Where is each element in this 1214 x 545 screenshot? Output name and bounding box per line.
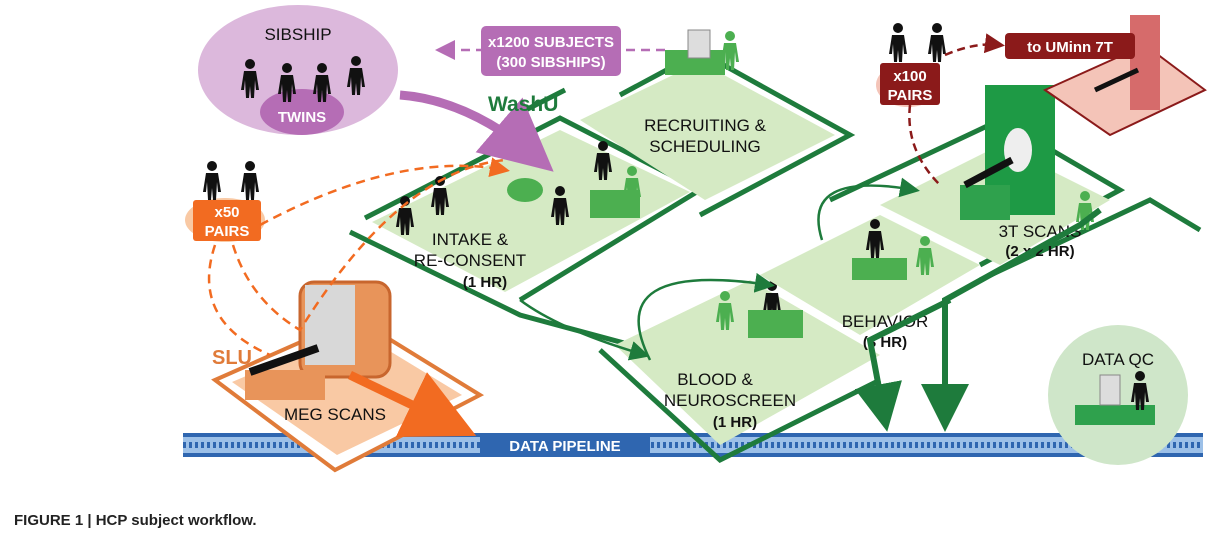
meg-label: MEG SCANS [284, 405, 386, 424]
data-out-arrows [854, 207, 1102, 432]
meg-station: MEG SCANS SLU [211, 280, 485, 473]
recruiting-label-1: RECRUITING & [644, 116, 767, 135]
twins-label: TWINS [278, 109, 326, 126]
3t-station: 3T SCANS (2 x 2 HR) [880, 85, 1110, 265]
sibships-count: (300 SIBSHIPS) [496, 54, 605, 71]
slu-label: SLU [212, 347, 252, 369]
subjects-count: x1200 SUBJECTS [488, 34, 614, 51]
figure-caption: FIGURE 1 | HCP subject workflow. [14, 512, 257, 529]
flow-arrows [519, 177, 920, 361]
behavior-label: BEHAVIOR [842, 312, 929, 331]
data-qc: DATA QC [1048, 325, 1188, 465]
intake-station: INTAKE & RE-CONSENT (1 HR) [372, 130, 690, 292]
blood-station: BLOOD & NEUROSCREEN (1 HR) [615, 280, 880, 445]
pairs-100-label: PAIRS [888, 87, 933, 104]
sibship-group: SIBSHIP TWINS [198, 5, 554, 172]
blood-label-1: BLOOD & [677, 370, 753, 389]
subjects-badge: x1200 SUBJECTS (300 SIBSHIPS) [435, 26, 665, 76]
recruiting-label-2: SCHEDULING [649, 137, 760, 156]
washu-label: WashU [488, 93, 558, 116]
pairs-50-badge: x50 PAIRS [185, 157, 510, 357]
intake-label-1: INTAKE & [432, 230, 509, 249]
recruiting-station: RECRUITING & SCHEDULING [580, 29, 835, 200]
uminn-label: to UMinn 7T [1027, 39, 1113, 56]
pairs-100-badge: x100 PAIRS [876, 23, 1005, 186]
intake-label-2: RE-CONSENT [414, 251, 526, 270]
blood-label-2: NEUROSCREEN [664, 391, 796, 410]
data-pipeline-label: DATA PIPELINE [509, 438, 620, 455]
pairs-50-label: PAIRS [205, 223, 250, 240]
intake-duration: (1 HR) [463, 274, 507, 291]
pairs-100-count: x100 [893, 68, 926, 85]
blood-duration: (1 HR) [713, 414, 757, 431]
sibship-label: SIBSHIP [264, 25, 331, 44]
uminn-7t: to UMinn 7T [1005, 15, 1207, 137]
pairs-50-count: x50 [214, 204, 239, 221]
data-qc-label: DATA QC [1082, 350, 1154, 369]
